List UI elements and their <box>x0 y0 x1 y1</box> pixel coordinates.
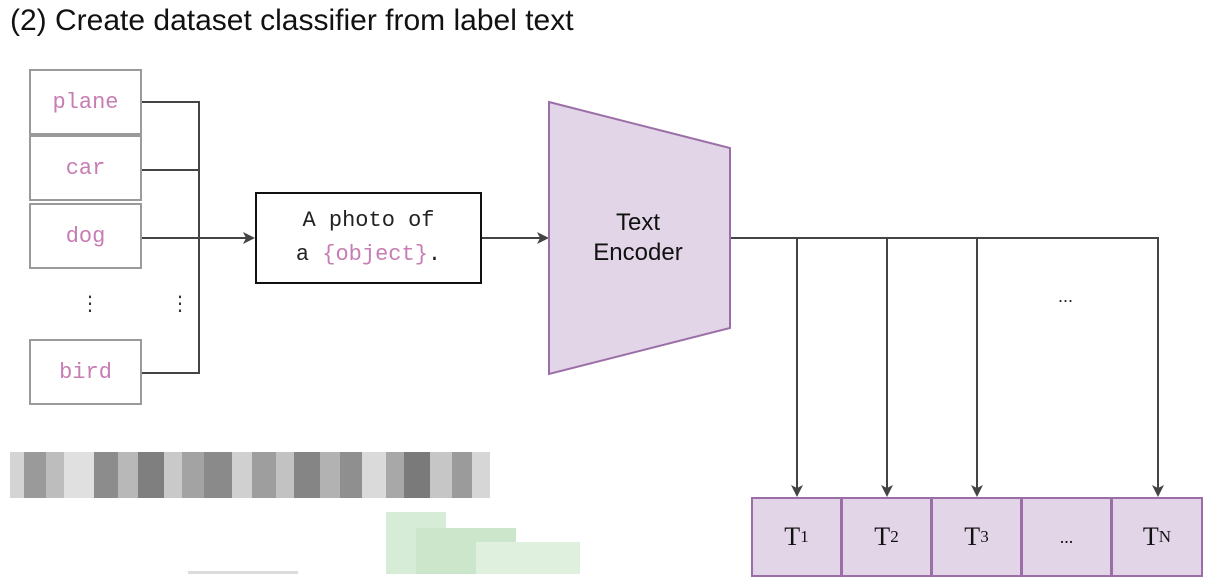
diagram-title: (2) Create dataset classifier from label… <box>10 4 574 37</box>
prompt-line-2: a {object}. <box>295 242 442 267</box>
blurred-region-green <box>386 512 580 574</box>
prompt-template-box: A photo of a {object}. <box>255 192 482 284</box>
connector-ellipsis: ⋮ <box>170 291 190 315</box>
label-list-ellipsis: ⋮ <box>80 291 100 315</box>
text-encoder-label: Text Encoder <box>593 209 683 266</box>
label-plane: plane <box>29 69 142 135</box>
text-encoder-shape <box>548 100 731 376</box>
blurred-region <box>10 452 490 498</box>
output-ellipsis: ... <box>1058 286 1074 306</box>
label-bird: bird <box>29 339 142 405</box>
text-embedding-ellipsis: ... <box>1021 497 1112 577</box>
prompt-line-1: A photo of <box>302 208 435 233</box>
blurred-line <box>188 571 298 574</box>
label-car: car <box>29 135 142 201</box>
label-dog: dog <box>29 203 142 269</box>
prompt-object-placeholder: {object} <box>322 242 428 267</box>
